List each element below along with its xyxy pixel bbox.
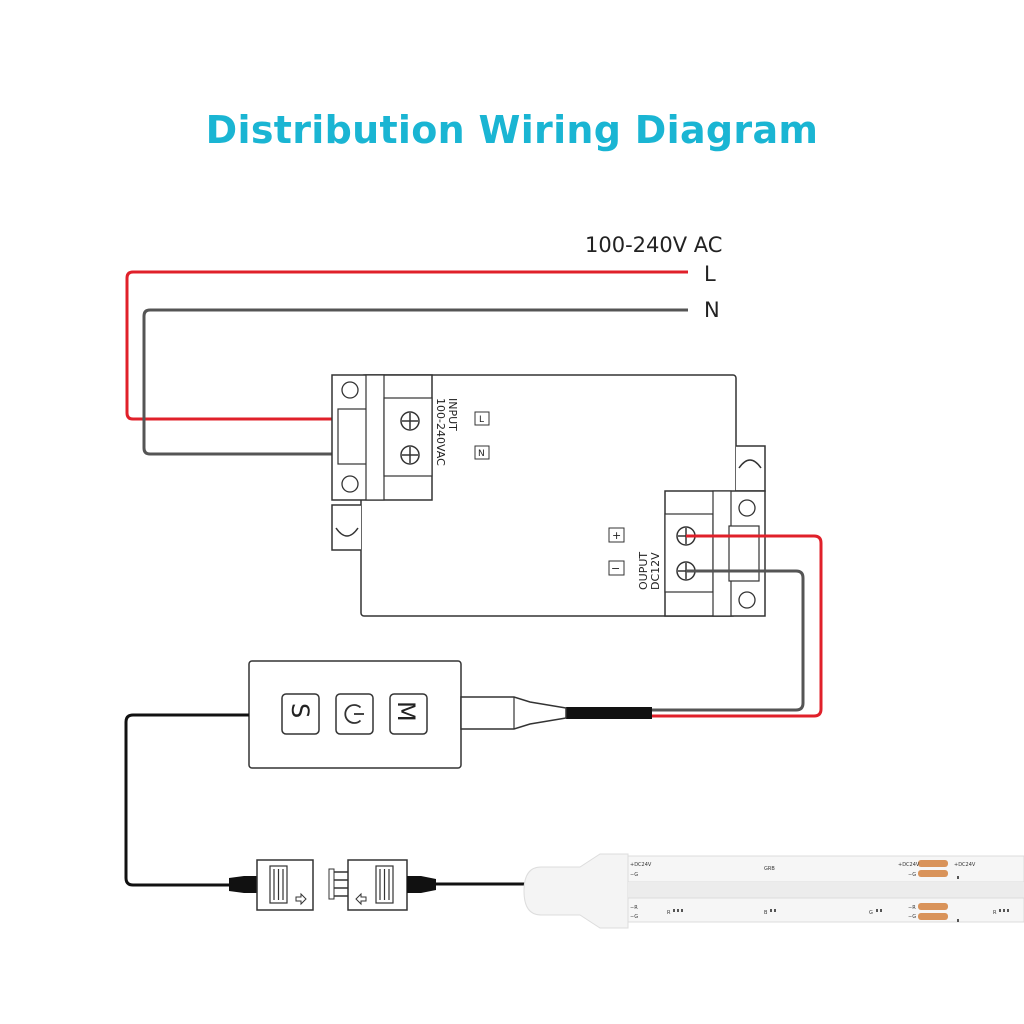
input-spec: 100-240VAC [434,398,447,466]
dc-positive-wire [650,534,823,718]
live-wire [125,270,688,421]
dc-negative-wire [650,569,805,712]
strip-label: −G [630,914,638,920]
copper-pad [918,903,948,910]
button-s-label: S [286,703,314,718]
arrow-left-icon [355,892,367,906]
strip-top-layer [627,855,1024,883]
output-minus-label: − [611,562,620,575]
controller-output-cable [124,713,249,887]
ac-live-label: L [704,262,716,286]
strip-label: R [993,910,997,916]
output-mount-hole-top [738,499,756,517]
power-supply: INPUT 100-240VAC L N OUPUT DC12V + [331,374,766,617]
strip-label: −G [630,872,638,878]
output-mount-hole-bottom [738,591,756,609]
output-spec: DC12V [649,552,662,590]
input-l-label: L [479,415,484,425]
strip-label: R [667,910,671,916]
ac-voltage-label: 100-240V AC [585,233,722,257]
strip-label: B [764,910,768,916]
strip-label: −R [908,905,916,911]
strip-label: −R [630,905,638,911]
dc-input-cable [566,707,652,719]
input-mount-hole-bottom [341,475,359,493]
page-title: Distribution Wiring Diagram [205,108,819,152]
output-label: OUPUT [637,552,650,590]
psu-mount-tab-bottom-left [331,504,361,551]
psu-mount-tab-top-right [736,445,766,492]
strip-label: −G [908,914,916,920]
output-plus-label: + [612,529,621,542]
input-screw-l-icon [400,411,420,431]
button-m[interactable]: M [389,693,428,735]
arrow-right-icon [295,892,307,906]
input-n-label: N [478,449,485,459]
copper-pad [918,860,948,867]
strip-label: +DC24V [898,862,920,868]
copper-pad [918,870,948,877]
button-s[interactable]: S [281,693,320,735]
strip-end-cap [523,853,629,929]
strip-label: +DC24V [954,862,976,868]
led-strip: +DC24V −G GRB +DC24V −G +DC24V −R −G −R … [627,855,1024,923]
power-icon [344,704,364,724]
controller: S M [248,660,567,769]
input-mount-hole-top [341,381,359,399]
strip-silicone-channel [628,882,1024,898]
input-screw-n-icon [400,445,420,465]
led-dots [673,876,1009,922]
power-button[interactable] [335,693,374,735]
strip-label: +DC24V [630,862,652,868]
strip-label: −G [908,872,916,878]
ac-neutral-label: N [704,298,720,322]
strip-bottom-layer [627,897,1024,923]
strip-label: G [869,910,873,916]
copper-pad [918,913,948,920]
male-connector [328,859,436,911]
strip-label: GRB [764,866,775,872]
neutral-wire [142,308,688,456]
input-label: INPUT [446,398,459,431]
female-connector [229,859,314,911]
button-m-label: M [392,701,420,722]
